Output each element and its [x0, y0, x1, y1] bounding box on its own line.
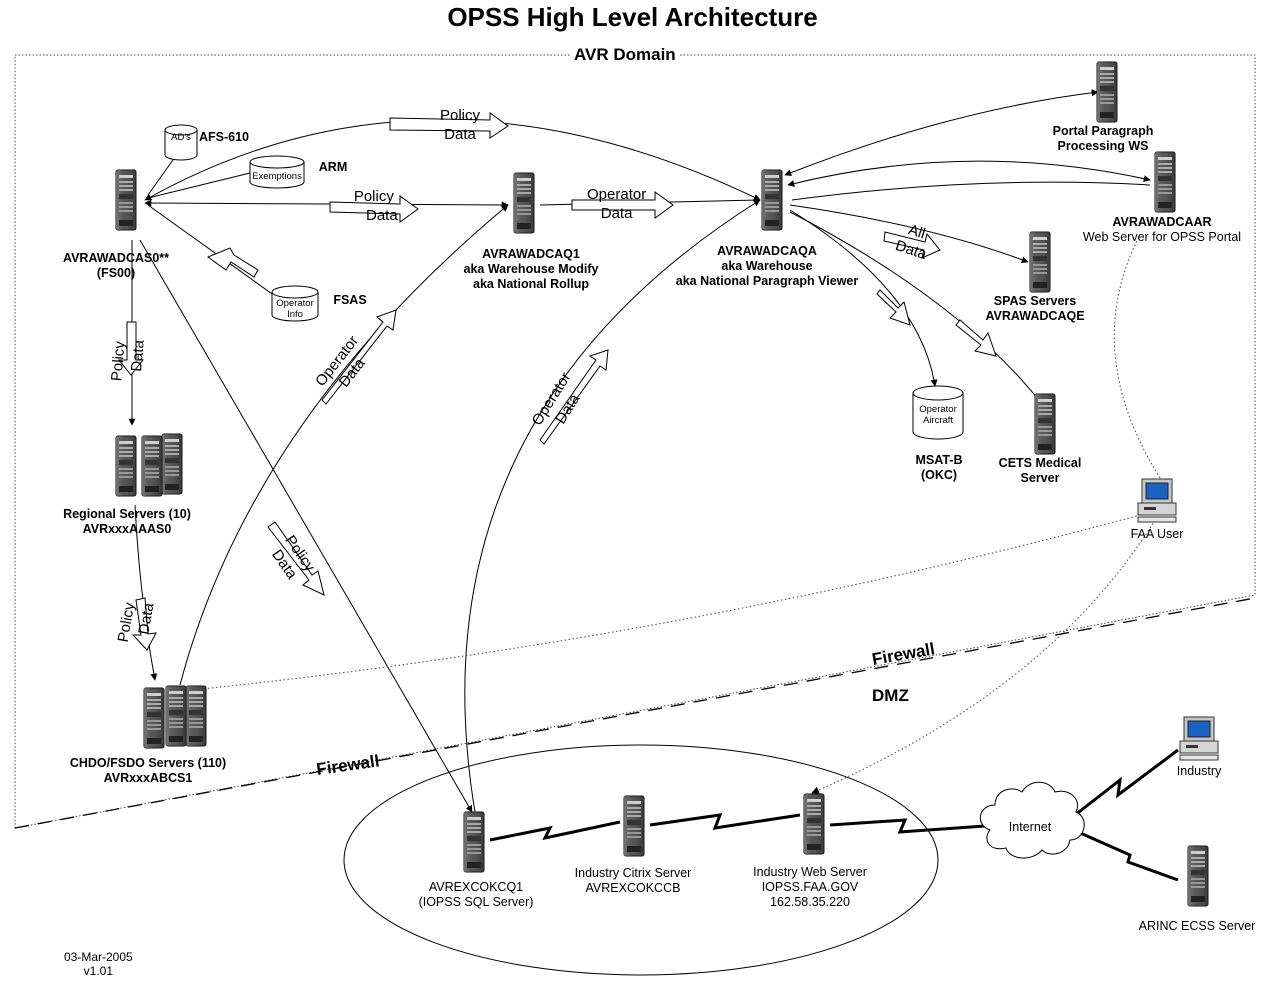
operator-aircraft-label: Operator Aircraft	[919, 404, 957, 426]
exemptions-datastore	[249, 155, 305, 189]
arinc-label: ARINC ECSS Server	[1138, 919, 1256, 933]
internet-cloud	[980, 781, 1085, 859]
regional-server-2	[141, 435, 163, 497]
ads-label: AD's	[171, 132, 191, 143]
fs00-label: AVRAWADCAS0**(FS00)	[62, 251, 170, 280]
afs610-label: AFS-610	[198, 130, 250, 144]
arm-label: ARM	[318, 160, 348, 174]
arinc-server	[1187, 845, 1209, 907]
avr-domain-border	[14, 54, 1256, 829]
sql-server	[463, 811, 485, 873]
firewall-line-inner	[165, 590, 1100, 715]
regional-server-1	[115, 435, 137, 497]
sql-label: AVREXCOKCQ1(IOPSS SQL Server)	[418, 880, 534, 909]
web-server	[803, 793, 825, 855]
fs00-server	[115, 169, 137, 231]
exemptions-label: Exemptions	[252, 171, 302, 182]
caqa-server	[761, 169, 783, 231]
chdo-server-1	[143, 687, 165, 749]
operator-aircraft-datastore	[912, 385, 964, 440]
msat-label: MSAT-B(OKC)	[915, 453, 963, 482]
operator-info-label: Operator Info	[276, 298, 314, 320]
faa-user-label: FAA User	[1130, 527, 1184, 541]
caq1-server	[513, 172, 535, 234]
avr-domain-label: AVR Domain	[570, 45, 680, 65]
diagram-title: OPSS High Level Architecture	[447, 2, 818, 32]
regional-label: Regional Servers (10)AVRxxxAAAS0	[63, 507, 191, 536]
citrix-server	[623, 795, 645, 857]
footer-date-version: 03-Mar-2005 v1.01	[64, 950, 133, 978]
industry-label: Industry	[1176, 764, 1222, 778]
fsas-label: FSAS	[333, 293, 367, 307]
regional-server-3	[161, 433, 183, 495]
chdo-server-3	[185, 685, 207, 747]
portal-ws-server	[1096, 61, 1118, 123]
ads-datastore	[164, 124, 198, 161]
firewall-line-outer	[14, 597, 1256, 829]
dmz-label: DMZ	[872, 686, 909, 705]
cets-server	[1034, 393, 1056, 455]
operator-info-datastore	[271, 285, 319, 322]
internet-label: Internet	[1008, 820, 1052, 834]
faa-user-pc	[1137, 478, 1177, 523]
industry-pc	[1179, 716, 1219, 761]
caar-server	[1154, 151, 1176, 213]
chdo-label: CHDO/FSDO Servers (110)AVRxxxABCS1	[69, 756, 227, 785]
chdo-server-2	[165, 685, 187, 747]
spas-server	[1029, 231, 1051, 293]
dmz-ellipse	[343, 744, 939, 976]
